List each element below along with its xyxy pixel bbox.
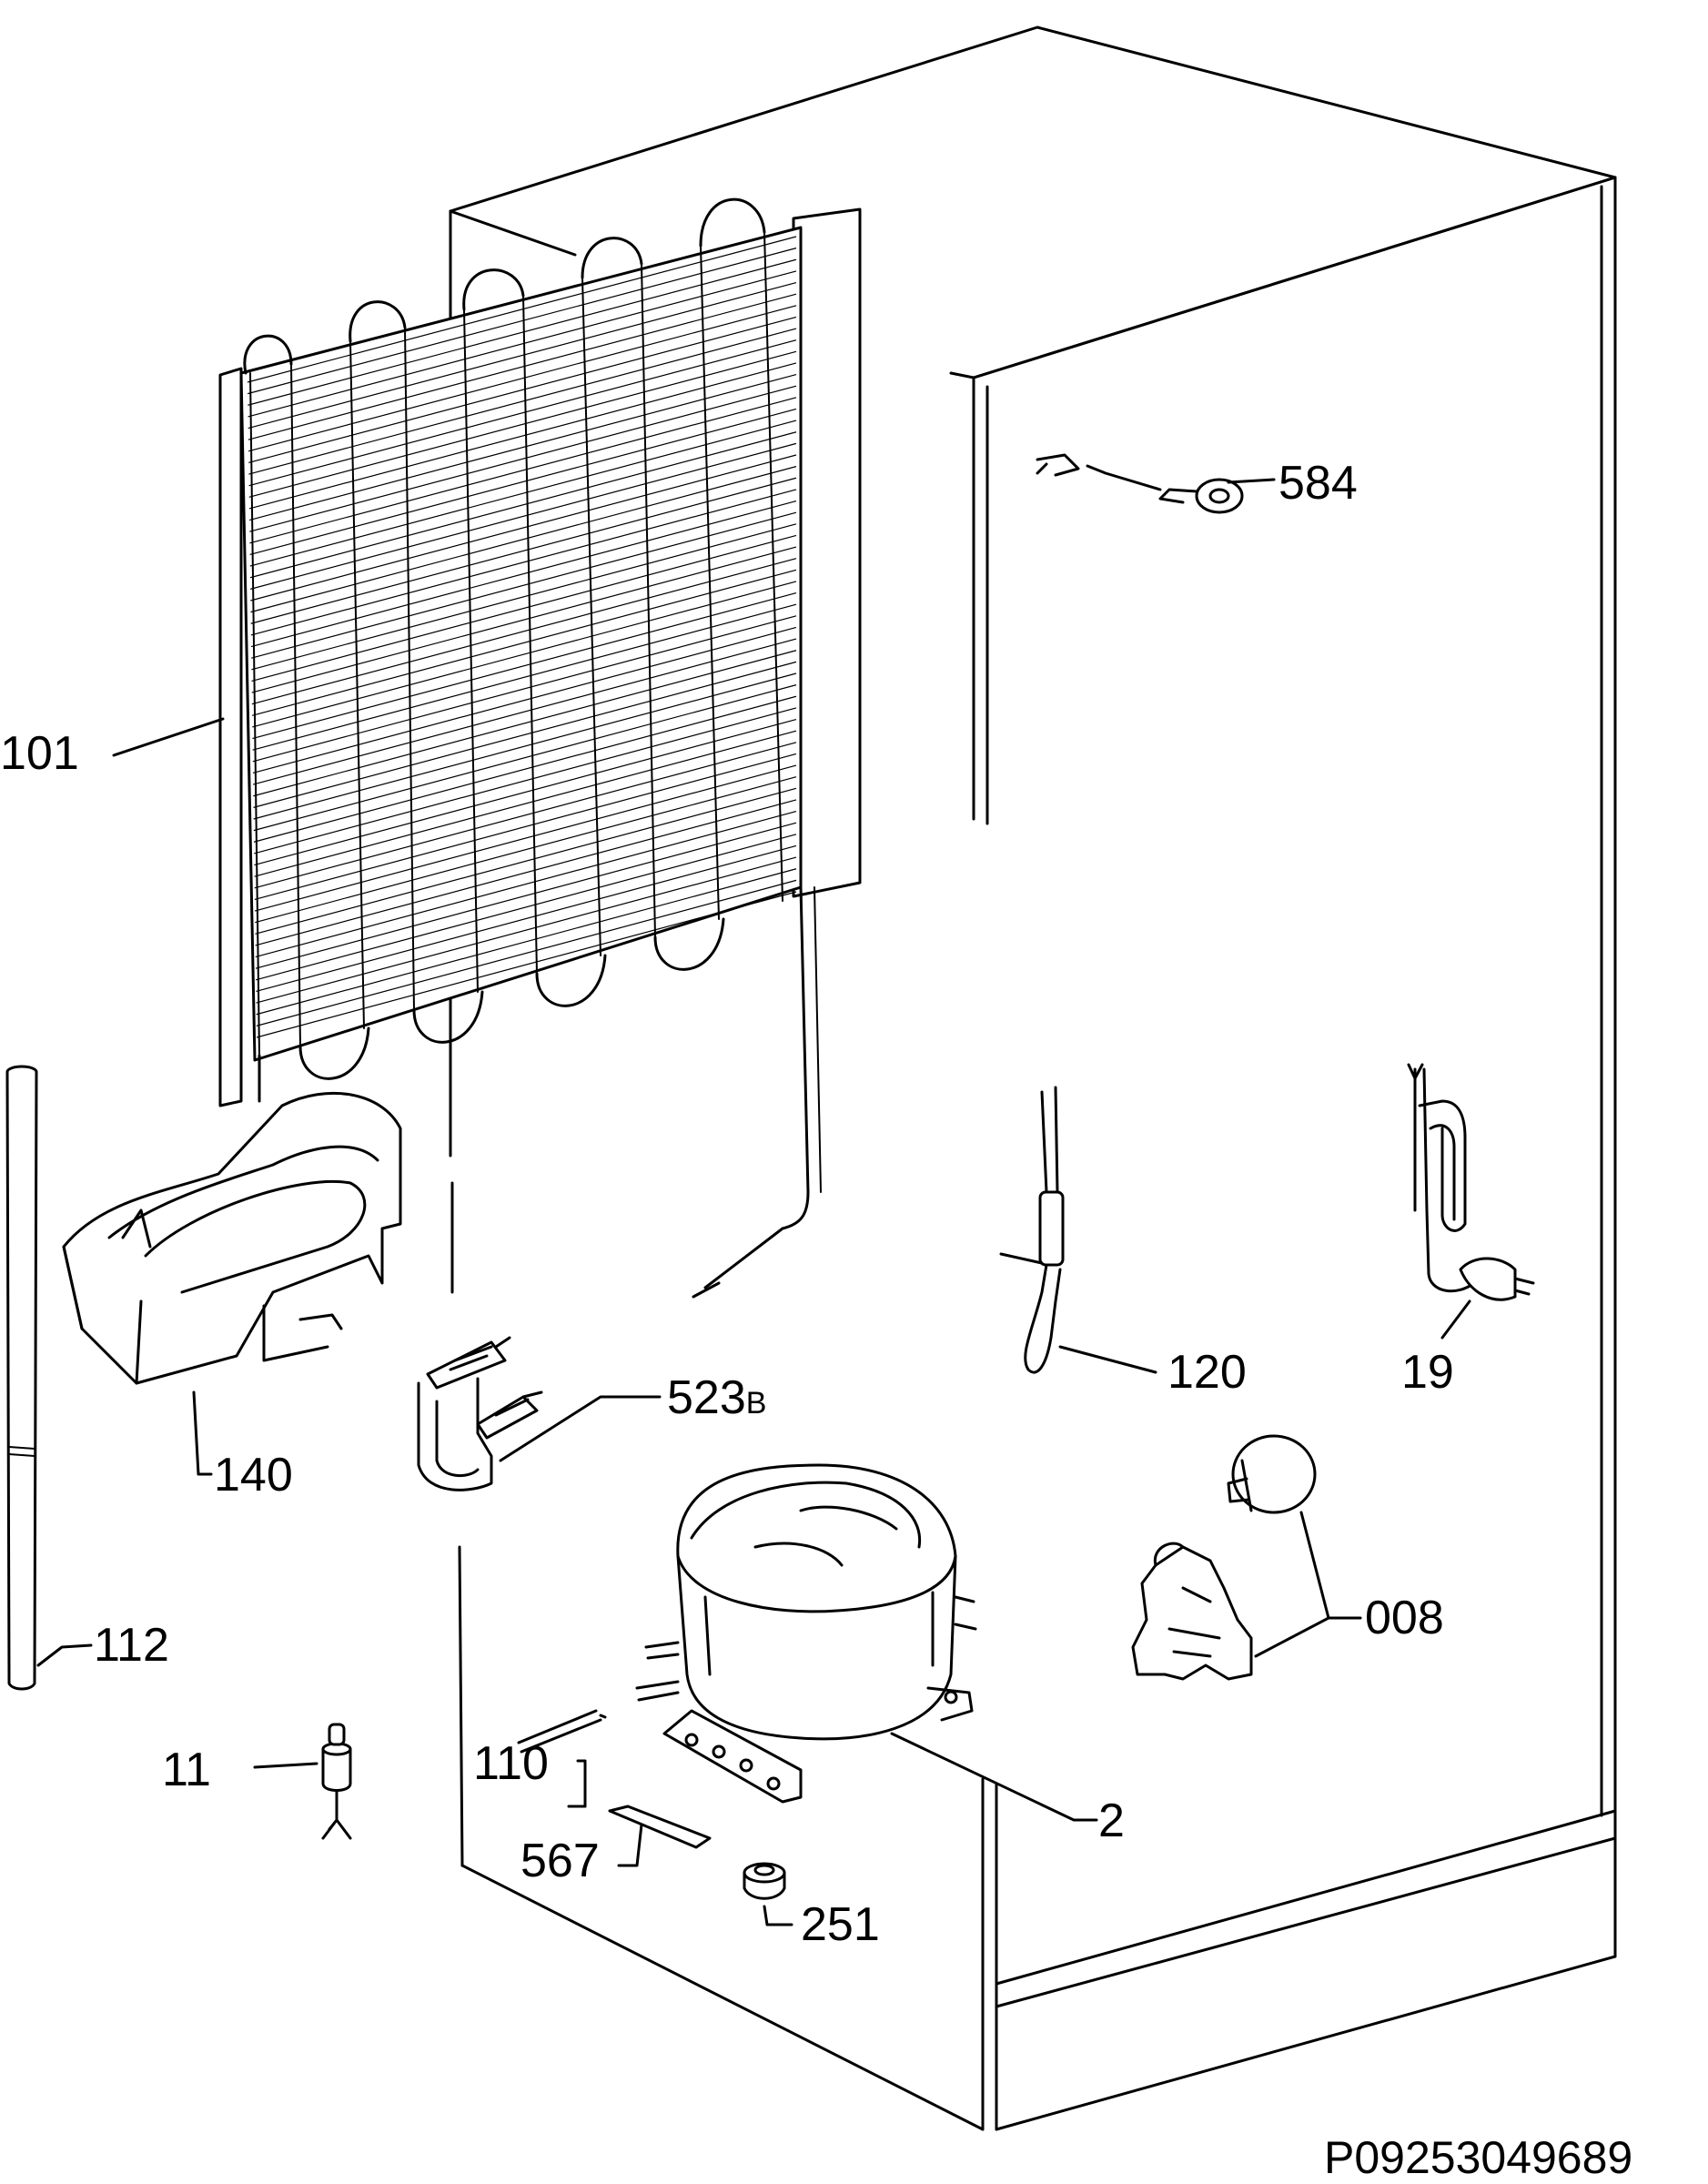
condenser-fin [248,258,797,406]
drip-tray [62,1091,402,1385]
condenser-fin [255,810,797,958]
relay-lead-120 [999,1086,1065,1374]
condenser-fin [250,500,797,648]
condenser-fin [247,236,797,383]
condenser-fin [255,787,797,935]
condenser-fin [248,305,797,452]
thermal-sensor-584 [1036,453,1244,514]
condenser-fin [256,856,797,1004]
callout-523b: 523B [667,1371,766,1424]
callout-120: 120 [1167,1346,1247,1399]
condenser-fin [250,489,797,636]
callout-567: 567 [520,1835,600,1887]
condenser-fin [252,603,797,751]
pipe-110 [517,1709,607,1754]
callout-19: 19 [1401,1346,1454,1399]
power-cord-19 [1407,1063,1535,1301]
condenser-fin [248,248,797,395]
condenser-fin [255,834,797,981]
condenser-fin [254,753,797,901]
callout-11: 11 [162,1744,211,1796]
condenser-fin [248,362,797,510]
condenser-fin [251,523,797,671]
condenser-fin [252,638,797,785]
condenser-fin [248,373,797,521]
condenser-fin [248,270,797,418]
condenser-fin [249,397,797,544]
condenser-fin [249,385,797,532]
condenser-fin [250,466,797,613]
callout-008: 008 [1365,1592,1444,1644]
condenser-fin [255,822,797,969]
condenser-fin [253,695,797,843]
rubber-tube [5,1065,38,1691]
condenser-fin [252,592,797,740]
clip-523b [417,1336,543,1491]
callout-112: 112 [94,1619,169,1672]
condenser-fin [250,454,797,602]
condenser-fin [254,742,797,889]
condenser-coil [218,197,862,1299]
condenser-fin [253,684,797,832]
condenser-fin [250,477,797,624]
condenser-fin [251,569,797,716]
condenser-fin [254,707,797,854]
callout-251: 251 [801,1898,880,1951]
condenser-fin [248,293,797,440]
condenser-fin [253,650,797,797]
condenser-fin [251,546,797,693]
condenser-fin [248,316,797,464]
condenser-fin [254,718,797,866]
condenser-fin [249,431,797,579]
callout-101: 101 [0,727,79,780]
condenser-fin [255,776,797,924]
callout-110: 110 [473,1737,549,1790]
grommet-251 [743,1862,786,1900]
condenser-fin [251,511,797,659]
figure-reference: P09253049689 [1324,2132,1632,2183]
relay-protector-008 [1131,1434,1317,1681]
condenser-fin [254,730,797,877]
valve-part-11 [321,1723,352,1840]
callout-140: 140 [214,1449,293,1502]
condenser-fin [252,626,797,774]
condenser-fin [256,868,797,1016]
condenser-fin [256,844,797,993]
condenser-fin [249,408,797,556]
compressor-2 [635,1463,977,1804]
condenser-fin [253,661,797,808]
condenser-fin [251,558,797,705]
condenser-fin [256,891,797,1038]
condenser-fin [249,420,797,567]
condenser-fin [255,799,797,946]
condenser-fin [252,581,797,728]
condenser-fin [253,672,797,820]
condenser-fin [248,339,797,487]
condenser-fin [252,615,797,763]
condenser-fin [248,328,797,475]
condenser-fin [256,879,797,1026]
condenser-fin [250,442,797,590]
callout-584: 584 [1278,457,1358,510]
leader-lines [36,478,1471,1926]
callout-2: 2 [1098,1795,1125,1847]
plate-567 [608,1805,712,1849]
condenser-fin [251,534,797,682]
condenser-fin [254,764,797,912]
condenser-fin [248,350,797,498]
fridge-cabinet [449,25,1617,2131]
condenser-fin [248,281,797,430]
callout-labels: 584 101 140 523B 120 19 112 008 11 110 2… [0,457,1454,1951]
